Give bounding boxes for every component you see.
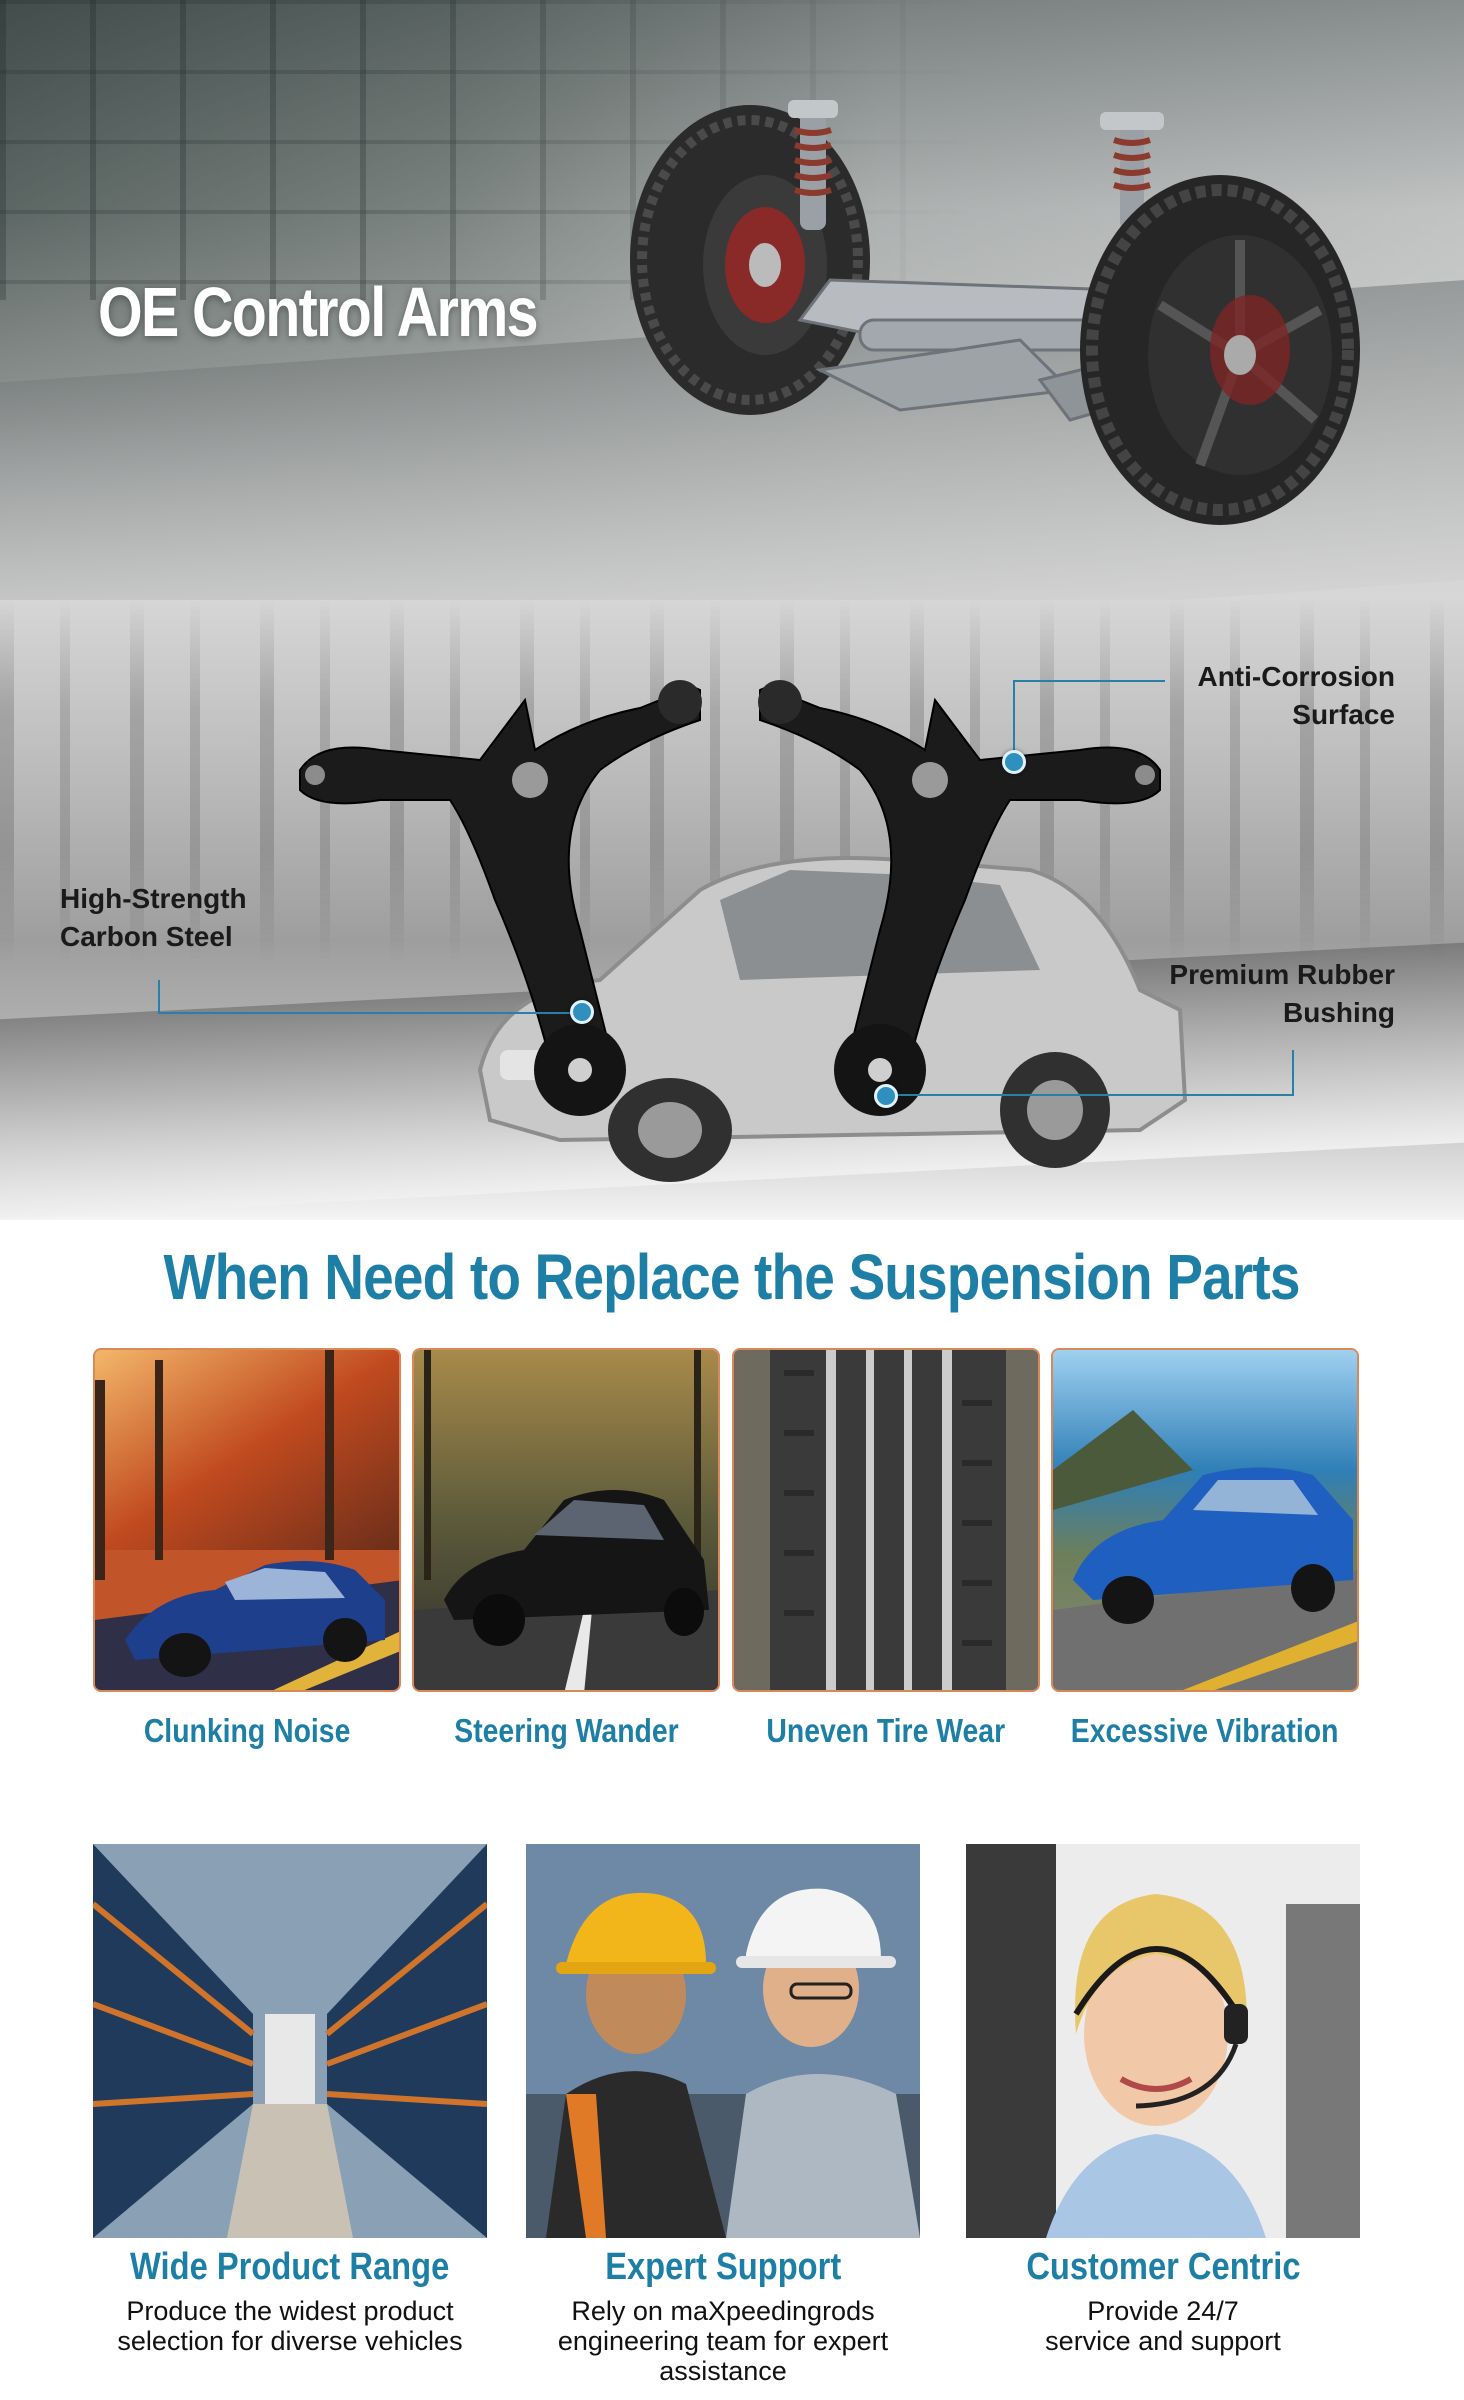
right-wheel <box>1080 175 1360 525</box>
symptom-label-clunking-noise: Clunking Noise <box>87 1712 407 1750</box>
replace-heading: When Need to Replace the Suspension Part… <box>0 1240 1464 1314</box>
callout-high-strength-steel: High-Strength Carbon Steel <box>60 880 320 956</box>
car-autumn-road-photo-icon <box>95 1350 399 1690</box>
callout-anti-corrosion-line1: Anti-Corrosion <box>1197 661 1395 692</box>
benefit-desc-line: engineering team for expert <box>557 2326 889 2356</box>
benefit-title-wide-product-range: Wide Product Range <box>80 2246 500 2289</box>
callout-rubber-bushing: Premium Rubber Bushing <box>1100 956 1395 1032</box>
benefit-desc-wide-product-range: Produce the widest product selection for… <box>80 2296 500 2356</box>
worn-tire-tread-photo-icon <box>734 1350 1038 1690</box>
car-forest-road-photo-icon <box>414 1350 718 1690</box>
callout-leader-anti-corrosion <box>1013 680 1165 752</box>
symptom-label-text: Steering Wander <box>453 1712 679 1749</box>
symptom-label-text: Excessive Vibration <box>1071 1712 1339 1749</box>
left-strut <box>788 100 838 230</box>
symptom-label-excessive-vibration: Excessive Vibration <box>1045 1712 1365 1750</box>
engineers-photo-icon <box>526 1844 920 2238</box>
benefit-image-expert-support <box>526 1844 920 2238</box>
benefit-image-customer-centric <box>966 1844 1360 2238</box>
callout-anti-corrosion-line2: Surface <box>1292 699 1395 730</box>
car-coastal-road-photo-icon <box>1053 1350 1357 1690</box>
callout-bushing-line1: Premium Rubber <box>1169 959 1395 990</box>
symptom-label-uneven-tire-wear: Uneven Tire Wear <box>726 1712 1046 1750</box>
right-control-arm <box>758 680 1161 1116</box>
benefit-desc-line: selection for diverse vehicles <box>117 2326 463 2356</box>
benefit-desc-line: service and support <box>1045 2326 1281 2356</box>
benefit-desc-expert-support: Rely on maXpeedingrods engineering team … <box>513 2296 933 2386</box>
callout-dot-anti-corrosion <box>1002 750 1026 774</box>
benefit-desc-line: Provide 24/7 <box>1087 2296 1239 2326</box>
hero-title: OE Control Arms <box>98 273 539 351</box>
support-agent-photo-icon <box>966 1844 1360 2238</box>
callout-leader-bushing <box>882 1050 1294 1096</box>
symptom-label-text: Uneven Tire Wear <box>766 1712 1006 1749</box>
callout-dot-steel <box>570 1000 594 1024</box>
callout-leader-steel <box>158 980 580 1014</box>
symptom-card-excessive-vibration <box>1051 1348 1359 1692</box>
benefit-desc-line: assistance <box>659 2356 787 2386</box>
symptom-card-clunking-noise <box>93 1348 401 1692</box>
benefit-title-text: Expert Support <box>604 2246 842 2288</box>
benefit-image-wide-product-range <box>93 1844 487 2238</box>
callout-anti-corrosion: Anti-Corrosion Surface <box>1140 658 1395 734</box>
warehouse-shelves-photo-icon <box>93 1844 487 2238</box>
callout-steel-line1: High-Strength <box>60 883 247 914</box>
benefit-title-text: Customer Centric <box>1025 2246 1301 2288</box>
benefit-desc-customer-centric: Provide 24/7 service and support <box>953 2296 1373 2356</box>
symptom-card-steering-wander <box>412 1348 720 1692</box>
control-arms-section: Anti-Corrosion Surface High-Strength Car… <box>0 600 1464 1220</box>
control-arms-image <box>299 680 1161 1116</box>
replace-heading-text: When Need to Replace the Suspension Part… <box>163 1241 1301 1313</box>
callout-steel-line2: Carbon Steel <box>60 921 233 952</box>
hero-banner: OE Control Arms <box>0 0 1464 600</box>
callout-dot-bushing <box>874 1084 898 1108</box>
symptom-card-uneven-tire-wear <box>732 1348 1040 1692</box>
benefit-desc-line: Produce the widest product <box>126 2296 454 2326</box>
benefit-title-text: Wide Product Range <box>130 2246 450 2288</box>
benefit-title-customer-centric: Customer Centric <box>953 2246 1373 2289</box>
callout-bushing-line2: Bushing <box>1283 997 1395 1028</box>
right-strut <box>1100 112 1164 230</box>
symptom-label-steering-wander: Steering Wander <box>406 1712 726 1750</box>
symptom-label-text: Clunking Noise <box>143 1712 351 1749</box>
benefit-desc-line: Rely on maXpeedingrods <box>571 2296 875 2326</box>
suspension-assembly-image <box>630 100 1360 525</box>
left-control-arm <box>299 680 702 1116</box>
benefit-title-expert-support: Expert Support <box>513 2246 933 2289</box>
